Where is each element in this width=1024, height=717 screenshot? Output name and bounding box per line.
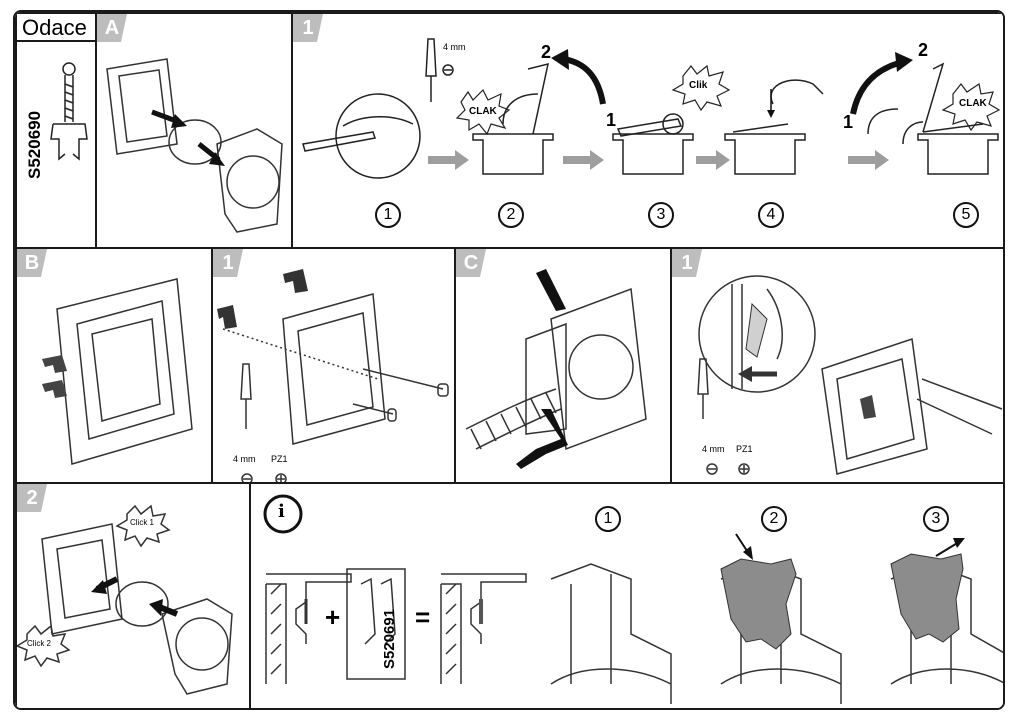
lever-mark-2-left: 2 xyxy=(541,42,552,62)
claw-reference: S520691 xyxy=(381,608,398,669)
section-tag-a: A xyxy=(97,14,127,42)
sound-clik: Clik xyxy=(689,80,708,91)
step-number-5: 5 xyxy=(953,202,979,228)
info-illustration xyxy=(263,494,1003,704)
tool-label-flat-top: 4 mm xyxy=(443,42,466,52)
info-step-3: 3 xyxy=(923,506,949,532)
step-number-3: 3 xyxy=(648,202,674,228)
sound-clak-2: CLAK xyxy=(959,98,987,109)
info-icon: i xyxy=(278,501,285,522)
sound-clak-1: CLAK xyxy=(469,106,497,117)
panel-a-illustration xyxy=(106,58,283,233)
brand-title: Odace xyxy=(17,14,95,42)
tool-label-pozi-c: PZ1 xyxy=(736,444,753,454)
tool-label-flat-b: 4 mm xyxy=(233,454,256,464)
plus-symbol: + xyxy=(325,602,341,632)
panel-b: B xyxy=(15,247,213,484)
step-tag-1-claws: 1 xyxy=(213,249,243,277)
panel-assembly-clicks: 2 Click 1 Click 2 xyxy=(15,482,251,708)
info-step-2: 2 xyxy=(761,506,787,532)
lever-mark-1-right: 1 xyxy=(843,112,854,132)
lever-mark-1-left: 1 xyxy=(606,110,617,130)
panel-b-illustration xyxy=(42,278,193,465)
sound-click-1: Click 1 xyxy=(130,518,155,527)
sound-click-2: Click 2 xyxy=(27,639,52,648)
tool-label-pozi-b: PZ1 xyxy=(271,454,288,464)
brand-panel: Odace S520690 xyxy=(15,12,97,249)
assembly-clicks-illustration xyxy=(17,504,233,695)
step-number-2: 2 xyxy=(498,202,524,228)
lever-mark-2-right: 2 xyxy=(918,40,929,60)
claw-mounting-illustration xyxy=(217,269,449,482)
step-number-1: 1 xyxy=(375,202,401,228)
panel-claw-mounting: 1 4 mm PZ1 xyxy=(211,247,456,484)
info-step-1: 1 xyxy=(595,506,621,532)
panel-c-illustration xyxy=(465,269,647,469)
equals-symbol: = xyxy=(415,602,431,632)
step-number-4: 4 xyxy=(758,202,784,228)
panel-c: C xyxy=(454,247,672,484)
screw-claw-illustration xyxy=(50,62,88,161)
panel-info: i + = S520691 1 2 3 xyxy=(249,482,1003,708)
step-tag-1: 1 xyxy=(293,14,323,42)
claw-release-illustration xyxy=(697,275,1003,475)
instruction-sheet: Odace S520690 A 1 xyxy=(13,10,1005,710)
panel-claw-release: 1 4 mm PZ1 xyxy=(670,247,1003,484)
panel-a: A xyxy=(95,12,293,249)
removal-sequence-illustration xyxy=(302,38,1001,179)
tool-label-flat-c: 4 mm xyxy=(702,444,725,454)
panel-removal-sequence: 1 xyxy=(291,12,1003,249)
